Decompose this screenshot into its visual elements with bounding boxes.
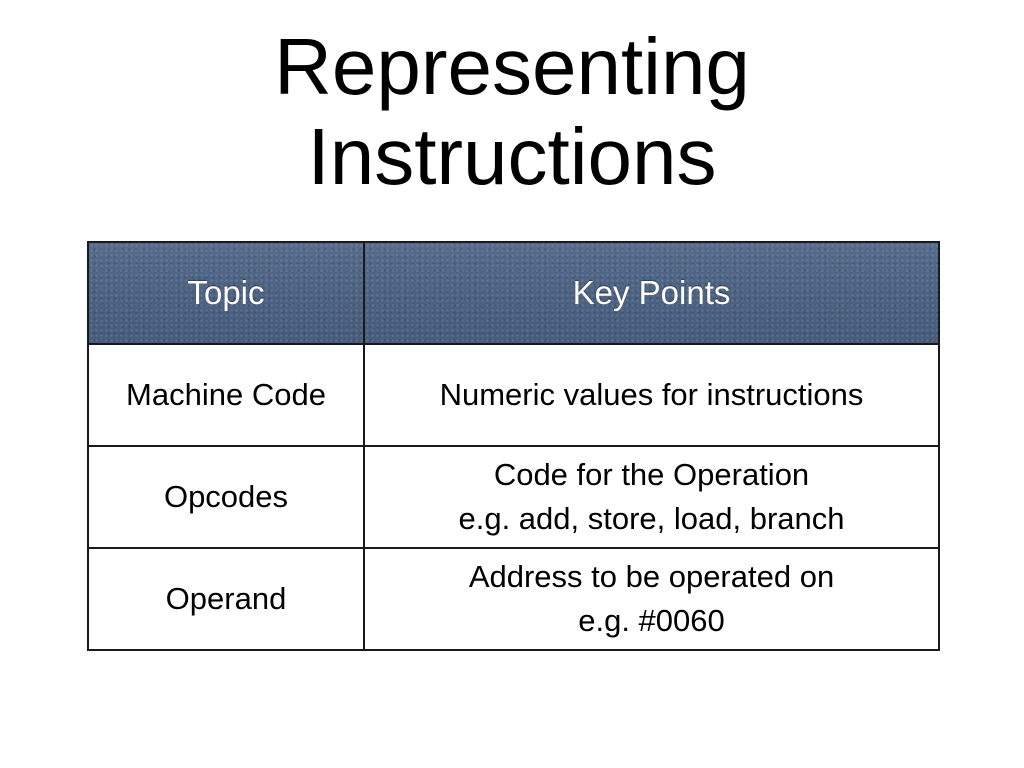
topic-cell: Opcodes xyxy=(87,445,365,549)
topic-cell: Machine Code xyxy=(87,343,365,447)
key-point-line: Numeric values for instructions xyxy=(439,377,864,412)
table-header-row: Topic Key Points xyxy=(87,241,940,345)
slide-title-line-2: Instructions xyxy=(307,112,717,201)
slide-title-line-1: Representing xyxy=(274,22,750,111)
table-row: Opcodes Code for the Operation e.g. add,… xyxy=(87,445,940,549)
table-row: Machine Code Numeric values for instruct… xyxy=(87,343,940,447)
key-point-line: Code for the Operation xyxy=(493,457,810,492)
header-cell-topic: Topic xyxy=(87,241,365,345)
slide-title: Representing Instructions xyxy=(0,22,1024,202)
table-row: Operand Address to be operated on e.g. #… xyxy=(87,547,940,651)
topics-table: Topic Key Points Machine Code Numeric va… xyxy=(87,241,940,651)
key-points-cell: Numeric values for instructions xyxy=(363,343,940,447)
key-point-line: e.g. #0060 xyxy=(578,603,725,638)
key-point-line: Address to be operated on xyxy=(468,559,835,594)
key-points-cell: Code for the Operation e.g. add, store, … xyxy=(363,445,940,549)
key-point-line: e.g. add, store, load, branch xyxy=(458,501,845,536)
header-cell-key-points: Key Points xyxy=(363,241,940,345)
key-points-cell: Address to be operated on e.g. #0060 xyxy=(363,547,940,651)
table-body: Machine Code Numeric values for instruct… xyxy=(87,343,940,651)
table-header: Topic Key Points xyxy=(87,241,940,345)
topics-table-container: Topic Key Points Machine Code Numeric va… xyxy=(87,241,940,651)
topic-cell: Operand xyxy=(87,547,365,651)
